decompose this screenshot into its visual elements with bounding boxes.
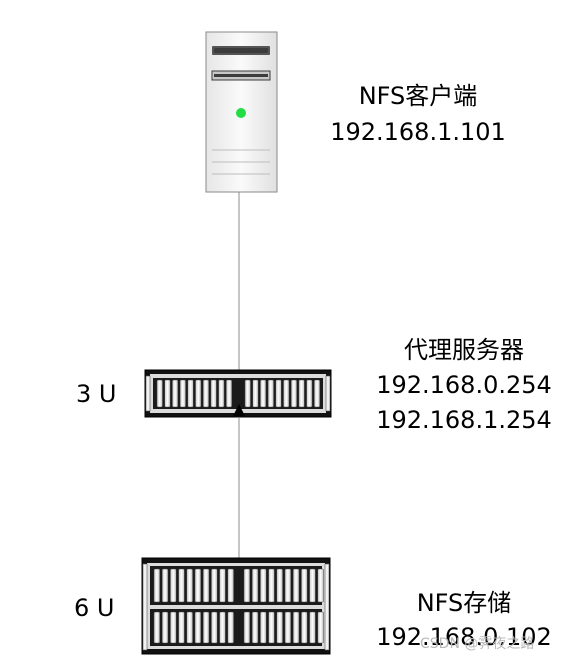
- drive-bay: [276, 611, 283, 644]
- storage-rack-units: 6 U: [74, 594, 115, 622]
- proxy-rack-units: 3 U: [76, 380, 117, 408]
- proxy-name: 代理服务器: [404, 336, 524, 364]
- drive-bay: [276, 568, 283, 603]
- drive-bay: [260, 379, 267, 408]
- drive-bay: [267, 379, 274, 408]
- drive-bay: [186, 568, 193, 603]
- drive-bay: [260, 568, 267, 603]
- rack-server-icon: [144, 369, 332, 418]
- tower-server-icon: [205, 31, 278, 193]
- drive-bay: [219, 611, 226, 644]
- drive-bay: [211, 611, 218, 644]
- drive-bay: [202, 611, 210, 644]
- drive-bay: [194, 611, 202, 644]
- drive-bay: [290, 379, 297, 408]
- drive-bay: [164, 379, 171, 408]
- drive-bay: [178, 611, 185, 644]
- drive-bay: [226, 379, 233, 408]
- drive-bay: [161, 611, 169, 644]
- storage-name: NFS存储: [416, 589, 512, 617]
- drive-bay: [243, 568, 251, 603]
- storage-label: NFS存储 192.168.0.102: [370, 589, 558, 651]
- drive-bay: [210, 379, 217, 408]
- client-name: NFS客户端: [358, 82, 478, 110]
- drive-bay: [170, 568, 177, 603]
- drive-bay: [218, 379, 225, 408]
- drive-bay: [260, 611, 267, 644]
- drive-bay: [227, 611, 234, 644]
- drive-bay: [251, 611, 259, 644]
- drive-bay: [301, 611, 308, 644]
- drive-bay: [202, 379, 209, 408]
- client-ip: 192.168.1.101: [330, 118, 506, 146]
- drive-bay: [317, 611, 324, 644]
- drive-bay: [153, 611, 161, 644]
- drive-bay: [211, 568, 218, 603]
- drive-bay: [194, 568, 202, 603]
- arrow-icon: [233, 404, 245, 416]
- storage-ip: 192.168.0.102: [376, 623, 552, 651]
- status-led: [236, 108, 246, 118]
- drive-bay: [292, 611, 300, 644]
- drive-bay: [179, 379, 186, 408]
- drive-bay: [195, 379, 202, 408]
- drive-bay: [317, 568, 324, 603]
- drive-bay: [153, 568, 161, 603]
- drive-bay: [309, 611, 316, 644]
- drive-bay: [252, 379, 259, 408]
- drive-bay: [275, 379, 282, 408]
- drive-bay: [186, 611, 193, 644]
- drive-bay: [187, 379, 194, 408]
- drive-bay: [156, 379, 163, 408]
- drive-bay: [309, 568, 316, 603]
- proxy-ip-2: 192.168.1.254: [376, 406, 552, 434]
- drive-bay: [268, 568, 275, 603]
- drive-bay: [298, 379, 305, 408]
- drive-bay: [172, 379, 179, 408]
- watermark: CSDN @霁夜之路: [420, 636, 535, 652]
- drive-bay: [268, 611, 275, 644]
- drive-bay: [244, 379, 251, 408]
- drive-bay: [227, 568, 234, 603]
- drive-bay: [161, 568, 169, 603]
- drive-bay: [251, 568, 259, 603]
- drive-bay: [243, 611, 251, 644]
- drive-bay: [283, 379, 290, 408]
- drive-bay: [306, 379, 313, 408]
- storage-array-icon: [141, 557, 331, 655]
- client-label: NFS客户端 192.168.1.101: [328, 82, 508, 146]
- drive-bay: [292, 568, 300, 603]
- drive-bay: [219, 568, 226, 603]
- proxy-ip-1: 192.168.0.254: [376, 371, 552, 399]
- drive-bay: [284, 568, 292, 603]
- drive-bay: [170, 611, 177, 644]
- drive-bay: [202, 568, 210, 603]
- proxy-label: 代理服务器 192.168.0.254 192.168.1.254: [370, 336, 558, 434]
- drive-bay: [314, 379, 321, 408]
- drive-bay: [301, 568, 308, 603]
- drive-bay: [284, 611, 292, 644]
- drive-bay: [178, 568, 185, 603]
